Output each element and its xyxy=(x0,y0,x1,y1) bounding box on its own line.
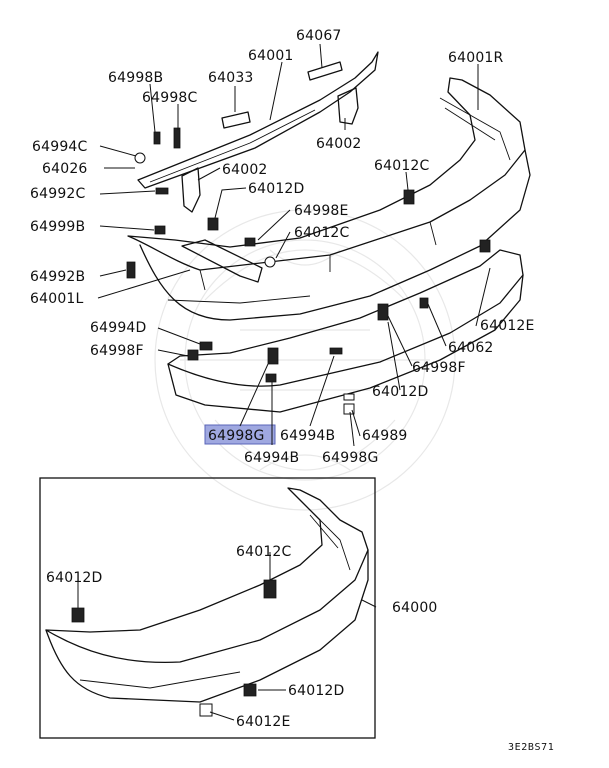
inset-bumper-64000 xyxy=(45,487,369,717)
side-bracket-64001l xyxy=(181,239,263,283)
bracket-64002-left xyxy=(181,167,201,213)
callout-64001: 64001 xyxy=(248,48,294,64)
callout-64012d-upper: 64012D xyxy=(248,181,305,197)
pad-64067 xyxy=(307,61,343,81)
callout-64012e-inset: 64012E xyxy=(236,714,291,730)
callout-64998f-left: 64998F xyxy=(90,343,144,359)
callout-64033: 64033 xyxy=(208,70,254,86)
callout-64992c: 64992C xyxy=(30,186,86,202)
upper-bumper-cover xyxy=(127,77,531,321)
callout-64998c: 64998C xyxy=(142,90,198,106)
callout-64002-left: 64002 xyxy=(222,162,268,178)
callout-64012d-lower: 64012D xyxy=(372,384,429,400)
callout-64012d-inset-left: 64012D xyxy=(46,570,103,586)
callout-64994d: 64994D xyxy=(90,320,147,336)
callout-64000: 64000 xyxy=(392,600,438,616)
callout-labels: 64067 64001 64033 64998B 64998C 64001R 6… xyxy=(30,28,535,730)
callout-64012e-upper: 64012E xyxy=(480,318,535,334)
fasteners-upper xyxy=(126,127,491,279)
callout-64992b: 64992B xyxy=(30,269,85,285)
callout-64067: 64067 xyxy=(296,28,342,44)
callout-64994c: 64994C xyxy=(32,139,88,155)
callout-64998f-right: 64998F xyxy=(412,360,466,376)
leader-lines xyxy=(77,43,491,721)
inset-frame xyxy=(39,477,376,739)
pad-64033 xyxy=(221,111,251,129)
callout-64998g-highlighted[interactable]: 64998G xyxy=(208,428,265,444)
callout-64994b-right: 64994B xyxy=(280,428,335,444)
figure-code: 3E2BS71 xyxy=(508,742,554,753)
callout-64062: 64062 xyxy=(448,340,494,356)
callout-64001r: 64001R xyxy=(448,50,504,66)
callout-64994b-bottom: 64994B xyxy=(244,450,299,466)
callout-64989: 64989 xyxy=(362,428,408,444)
callout-64001l: 64001L xyxy=(30,291,84,307)
bracket-64002-right xyxy=(337,87,359,125)
callout-64012d-inset-right: 64012D xyxy=(288,683,345,699)
callout-64999b: 64999B xyxy=(30,219,85,235)
callout-64012c-top: 64012C xyxy=(374,158,430,174)
callout-64998g-bottom: 64998G xyxy=(322,450,379,466)
callout-64998e: 64998E xyxy=(294,203,349,219)
callout-64998b: 64998B xyxy=(108,70,163,86)
callout-64012c-inset: 64012C xyxy=(236,544,292,560)
callout-64002-right: 64002 xyxy=(316,136,362,152)
reinforcement-bar xyxy=(137,51,379,189)
callout-64012c-mid: 64012C xyxy=(294,225,350,241)
fasteners-lower xyxy=(187,297,429,415)
callout-64026: 64026 xyxy=(42,161,88,177)
watermark-emblem xyxy=(154,209,456,511)
